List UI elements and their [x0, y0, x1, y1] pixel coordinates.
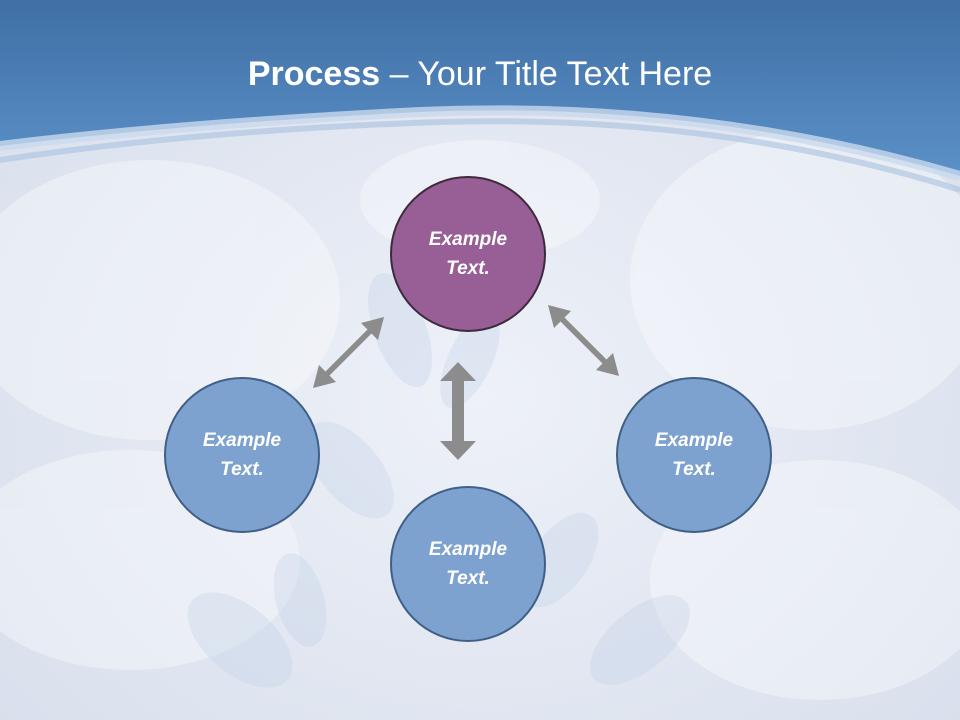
node-bottom-line1: Example: [428, 539, 508, 560]
title-rest: – Your Title Text Here: [380, 55, 713, 93]
node-top[interactable]: Example Text.: [390, 176, 546, 332]
slide-title: Process – Your Title Text Here: [0, 52, 960, 96]
arrow-top-left: [313, 317, 384, 388]
arrow-top-right: [548, 305, 619, 376]
node-bottom[interactable]: Example Text.: [390, 486, 546, 642]
node-right-line1: Example: [654, 430, 734, 451]
node-top-line2: Text.: [446, 258, 490, 279]
title-bold: Process: [247, 55, 381, 93]
node-top-line1: Example: [428, 229, 508, 250]
node-left-line1: Example: [202, 430, 282, 451]
node-bottom-line2: Text.: [446, 568, 490, 589]
arrow-vertical: [440, 362, 476, 460]
node-right-line2: Text.: [672, 459, 716, 480]
node-right[interactable]: Example Text.: [616, 377, 772, 533]
node-left-line2: Text.: [220, 459, 264, 480]
node-left[interactable]: Example Text.: [164, 377, 320, 533]
